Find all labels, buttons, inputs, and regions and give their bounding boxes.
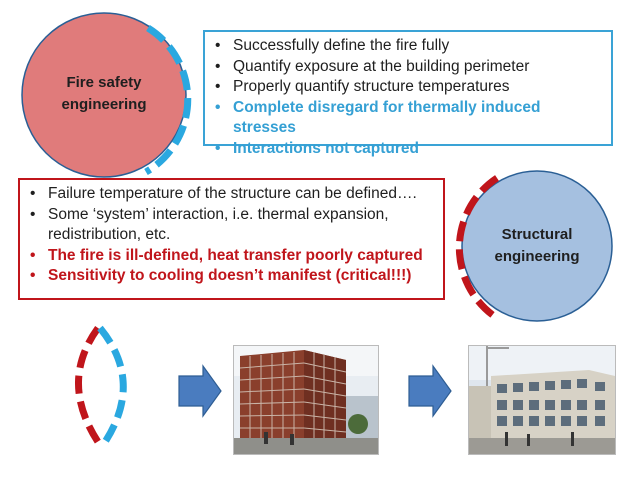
right-arrow-2 (408, 364, 452, 418)
structural-point-item: Some ‘system’ interaction, i.e. thermal … (26, 205, 435, 246)
fire-safety-points-box: Successfully define the fire fullyQuanti… (203, 30, 613, 159)
structural-circle (461, 170, 613, 322)
fire-safety-label: Fire safety engineering (61, 74, 147, 113)
merge-blue-dash-arc (97, 325, 127, 447)
fire-point-item: Successfully define the fire fully (211, 36, 603, 57)
structural-points-list: Failure temperature of the structure can… (26, 184, 435, 287)
fire-safety-points-list: Successfully define the fire fullyQuanti… (211, 36, 603, 159)
brick-office-building-icon (234, 346, 378, 454)
structural-point-item: Sensitivity to cooling doesn’t manifest … (26, 266, 435, 287)
merge-red-dash-arc (75, 325, 103, 447)
right-arrow-1 (178, 364, 222, 418)
fire-point-item: Interactions not captured (211, 139, 603, 160)
fire-point-item: Properly quantify structure temperatures (211, 77, 603, 98)
fire-point-item: Quantify exposure at the building perime… (211, 57, 603, 78)
structural-points-box: Failure temperature of the structure can… (18, 178, 445, 300)
structural-point-item: Failure temperature of the structure can… (26, 184, 435, 205)
fire-circle-blue-dash-arc (144, 25, 192, 176)
stone-office-building-icon (469, 346, 615, 454)
structural-point-item: The fire is ill-defined, heat transfer p… (26, 246, 435, 267)
structural-label: Structural engineering (494, 226, 580, 265)
building-photo-1 (233, 345, 379, 455)
fire-safety-circle (21, 12, 187, 178)
fire-point-item: Complete disregard for thermally induced… (211, 98, 603, 139)
building-photo-2 (468, 345, 616, 455)
